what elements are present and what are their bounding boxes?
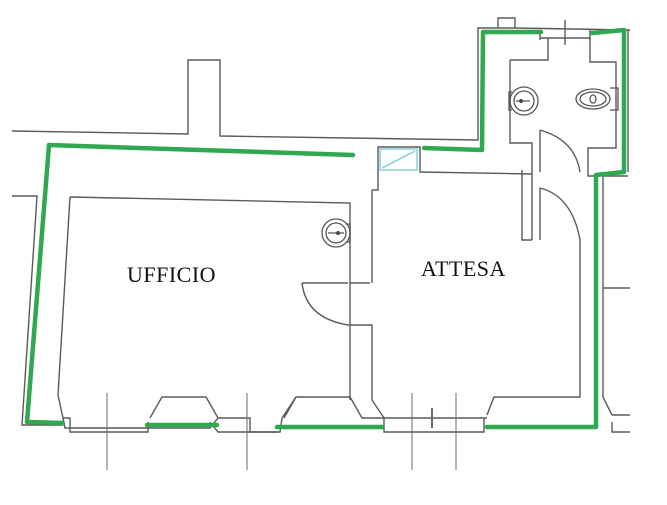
window-bay-2 — [283, 396, 297, 419]
window-bay-1 — [149, 396, 219, 419]
door-swing — [301, 282, 349, 326]
left-outer-wall — [12, 195, 63, 426]
bath-partition — [521, 170, 533, 241]
right-outer-wall — [602, 175, 630, 416]
perimeter-outline — [24, 27, 627, 430]
office-inner-top — [69, 196, 370, 284]
bath-inner-walls — [510, 38, 617, 177]
glass-panel-icon — [379, 148, 418, 171]
room-label-ufficio: UFFICIO — [127, 262, 217, 287]
room-label-attesa: ATTESA — [421, 256, 506, 281]
office-inner-left — [57, 196, 71, 419]
facade-sill-3 — [611, 414, 630, 433]
chimney-stub — [497, 17, 516, 28]
attesa-right-wall — [486, 240, 581, 416]
perimeter-bath-left — [421, 29, 544, 153]
attesa-door — [539, 187, 581, 241]
office-sink-icon — [321, 218, 351, 248]
toilet-icon — [575, 87, 619, 111]
perimeter-right — [484, 27, 627, 430]
attesa-top-wall — [372, 146, 533, 191]
bath-door — [539, 129, 581, 173]
outer-wall-top — [11, 27, 515, 141]
facade-sill-2 — [371, 399, 485, 433]
partition-lower — [348, 324, 373, 400]
bath-inner-left — [509, 60, 533, 174]
axis-lines — [106, 393, 457, 470]
bath-sink-icon — [508, 86, 539, 116]
perimeter-office — [24, 142, 356, 426]
bath-window — [539, 20, 591, 45]
partition — [349, 190, 373, 400]
